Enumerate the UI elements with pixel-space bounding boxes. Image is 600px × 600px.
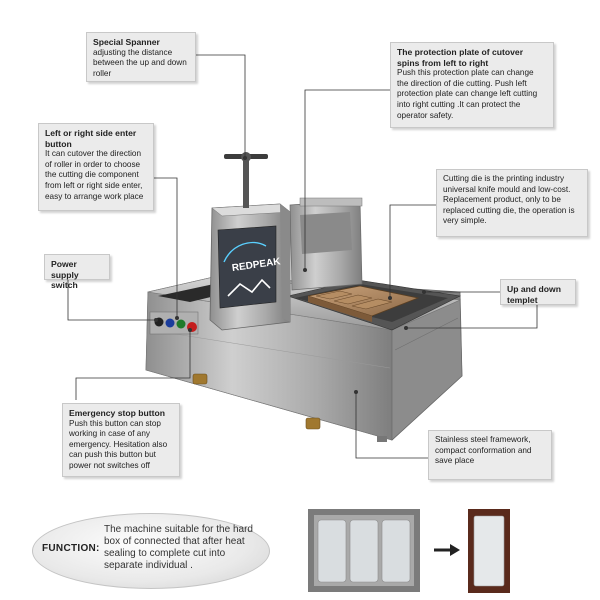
- arrow-right-icon: [434, 544, 460, 556]
- leader-lines: [67, 54, 538, 459]
- roller-housing: REDPEAK: [209, 203, 291, 331]
- left-enter-button[interactable]: [165, 318, 175, 328]
- function-ellipse: [32, 513, 270, 589]
- callout-emergency-stop: Emergency stop button Push this button c…: [62, 403, 180, 477]
- product-photo-before: [308, 509, 420, 592]
- callout-title: Power supply switch: [51, 259, 79, 291]
- gantry-frame: [289, 197, 363, 291]
- callout-text: It can cutover the direction of roller i…: [45, 149, 144, 201]
- callout-title: Emergency stop button: [69, 408, 165, 418]
- callout-stainless-framework: Stainless steel framework, compact confo…: [428, 430, 552, 480]
- cutting-die: [307, 285, 420, 322]
- callout-text: Push this button can stop working in cas…: [69, 418, 168, 470]
- callout-left-right-button: Left or right side enter button It can c…: [38, 123, 154, 211]
- callout-text: Cutting die is the printing industry uni…: [443, 174, 575, 226]
- special-spanner: [224, 152, 268, 208]
- callout-title: Left or right side enter button: [45, 128, 137, 149]
- callout-text: Stainless steel framework, compact confo…: [435, 435, 532, 466]
- product-photo-after: [468, 509, 510, 593]
- function-text: The machine suitable for the hard box of…: [104, 524, 253, 571]
- callout-cutting-die: Cutting die is the printing industry uni…: [436, 169, 588, 237]
- callout-text: adjusting the distance between the up an…: [93, 47, 187, 78]
- callout-text: Push this protection plate can change th…: [397, 68, 538, 120]
- callout-protection-plate: The protection plate of cutover spins fr…: [390, 42, 554, 128]
- control-panel: [149, 311, 199, 335]
- right-enter-button[interactable]: [176, 319, 186, 329]
- callout-power-switch: Power supply switch: [44, 254, 110, 290]
- machine-feet: [192, 373, 387, 442]
- callout-special-spanner: Special Spanner adjusting the distance b…: [86, 32, 196, 82]
- function-label: FUNCTION:: [42, 543, 100, 554]
- callout-up-down-templet: Up and down templet: [500, 279, 576, 305]
- callout-title: The protection plate of cutover spins fr…: [397, 47, 524, 68]
- callout-title: Special Spanner: [93, 37, 160, 47]
- callout-title: Up and down templet: [507, 284, 561, 305]
